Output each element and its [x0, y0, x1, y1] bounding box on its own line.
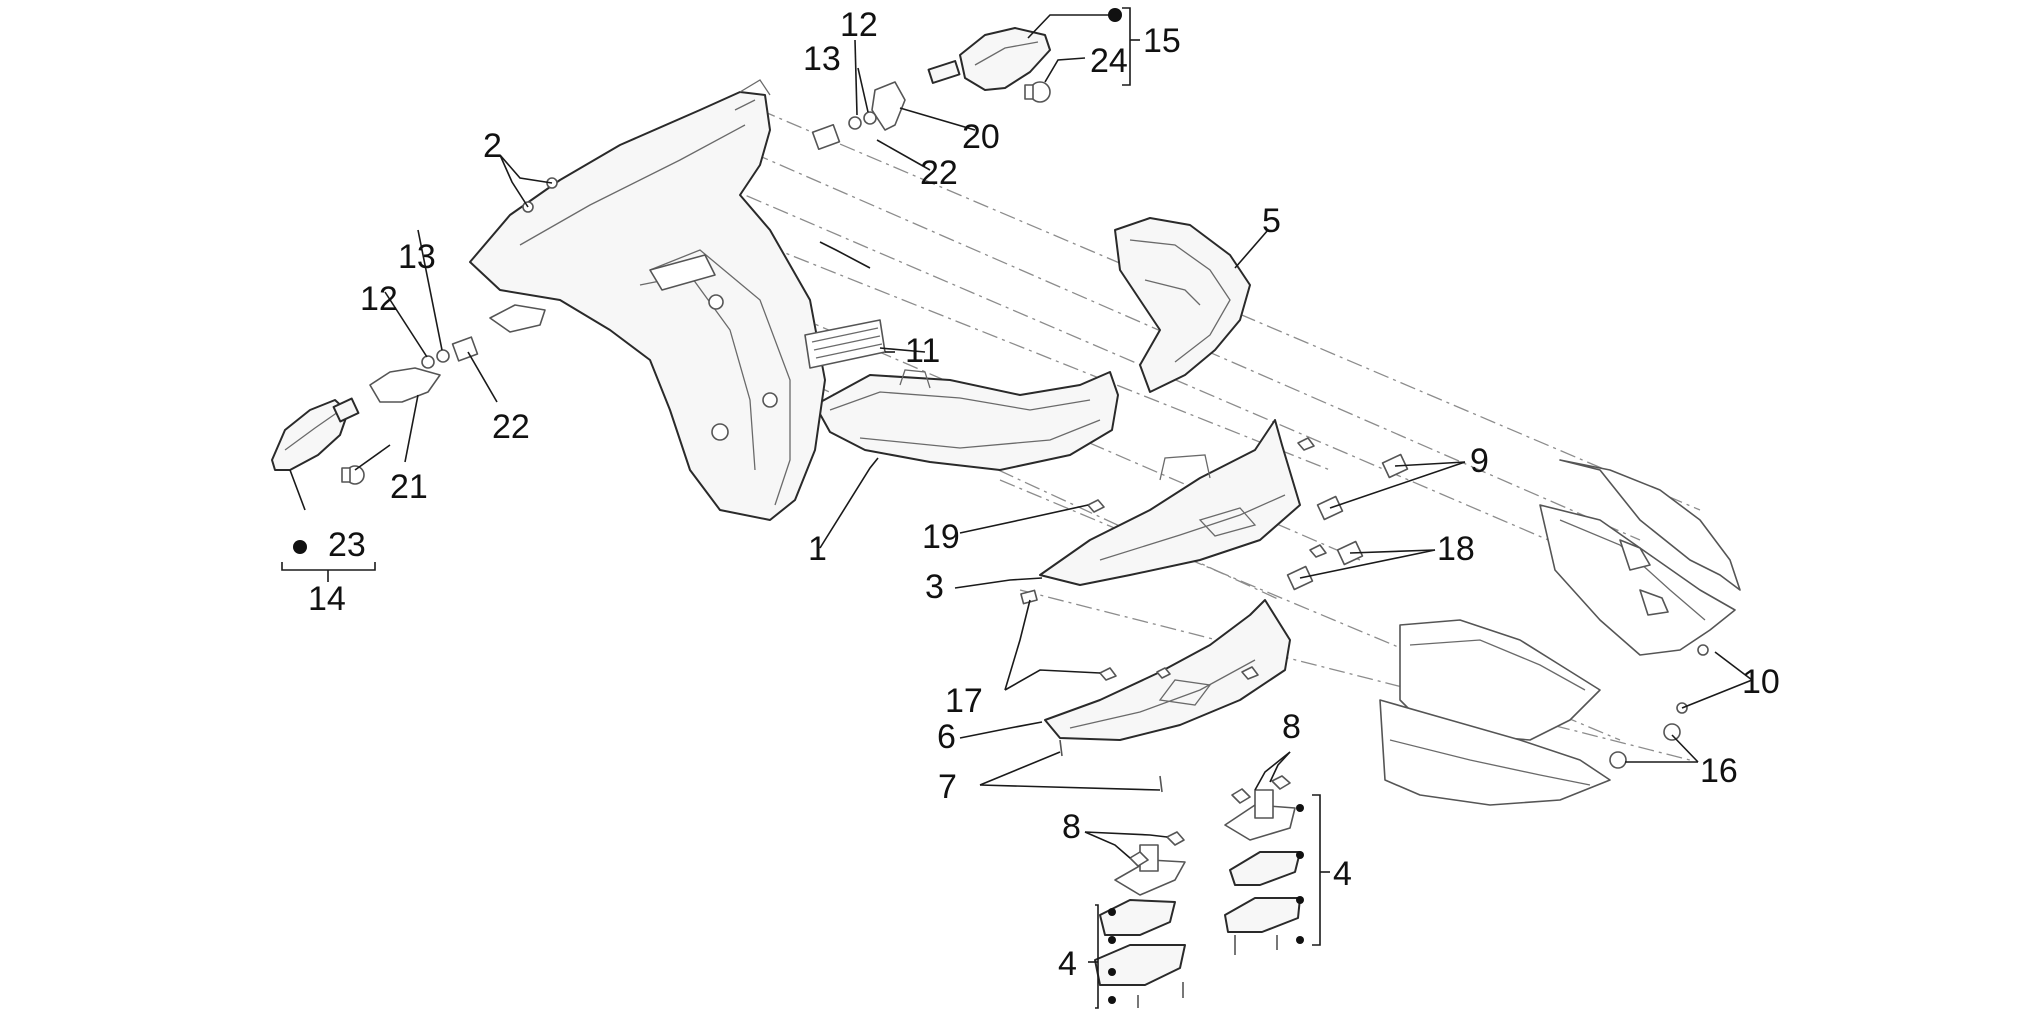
label-part-3: 3	[925, 568, 944, 606]
label-part-8-left: 8	[1062, 808, 1081, 846]
license-plate-lights	[1094, 775, 1301, 1008]
label-part-18: 18	[1437, 530, 1475, 568]
label-part-4-right: 4	[1333, 855, 1352, 893]
right-turn-signal	[811, 27, 1051, 151]
part-number-labels: 1 2 3 4 4 5 6 7 8 8 9 10 11 12 12 13 13 …	[308, 6, 1780, 983]
bracket-marks	[281, 7, 1330, 1009]
label-part-23: 23	[328, 526, 366, 564]
label-part-5: 5	[1262, 202, 1281, 240]
label-part-10: 10	[1742, 663, 1780, 701]
tail-light-housing	[814, 369, 1119, 471]
label-part-4-left: 4	[1058, 945, 1077, 983]
label-part-8-right: 8	[1282, 708, 1301, 746]
leader-lines	[289, 14, 1753, 859]
label-part-17: 17	[945, 682, 983, 720]
label-part-9: 9	[1470, 442, 1489, 480]
label-part-1: 1	[808, 530, 827, 568]
side-tail-light	[1114, 217, 1251, 393]
label-part-22-left: 22	[492, 408, 530, 446]
label-part-6: 6	[937, 718, 956, 756]
label-part-13-left: 13	[398, 238, 436, 276]
label-part-13-right: 13	[803, 40, 841, 78]
plate-light-left	[1094, 831, 1186, 1008]
label-part-15: 15	[1143, 22, 1181, 60]
label-part-12-right: 12	[840, 6, 878, 44]
label-part-14: 14	[308, 580, 346, 618]
label-part-16: 16	[1700, 752, 1738, 790]
reflector	[804, 319, 886, 369]
side-body-panels	[1379, 459, 1741, 806]
label-part-24: 24	[1090, 42, 1128, 80]
label-part-2: 2	[483, 127, 502, 165]
label-part-7: 7	[938, 768, 957, 806]
rear-fender	[469, 79, 826, 521]
plate-light-right	[1224, 775, 1301, 955]
label-part-21: 21	[390, 468, 428, 506]
label-part-20: 20	[962, 118, 1000, 156]
label-part-19: 19	[922, 518, 960, 556]
lower-tail-cover	[1039, 419, 1301, 586]
label-part-12-left: 12	[360, 280, 398, 318]
label-part-11: 11	[905, 332, 940, 370]
label-part-22-right: 22	[920, 154, 958, 192]
left-turn-signal	[271, 336, 479, 485]
